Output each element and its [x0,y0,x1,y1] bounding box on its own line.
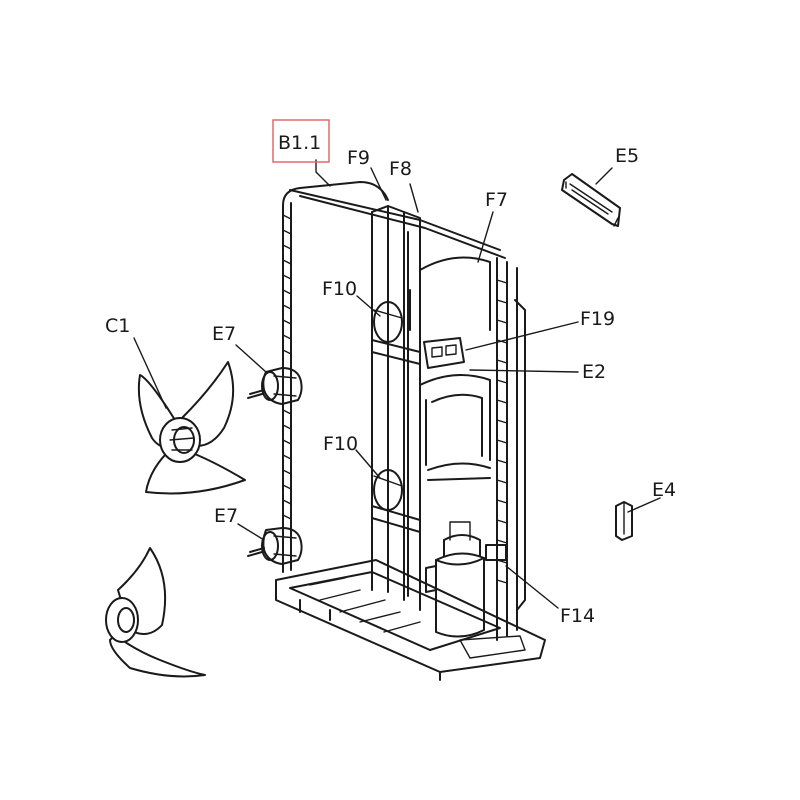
fan-blade-top [137,361,246,495]
label-e7-bottom: E7 [214,505,238,527]
fan-blade-bottom [105,547,206,678]
label-e5: E5 [615,145,639,167]
part-e5-bracket [561,173,621,227]
part-e4-clip [615,501,633,541]
label-e2: E2 [582,361,606,383]
label-f14: F14 [560,605,595,627]
label-f8: F8 [389,158,412,180]
unit-chassis [275,181,546,681]
fan-motor-bottom [247,527,303,565]
label-f10-bottom: F10 [323,433,358,455]
leader-lines [133,159,661,609]
electrical-box [423,337,465,369]
label-f9: F9 [347,147,370,169]
coil-fins-left [282,214,292,520]
b1-1-highlight-box [272,119,330,163]
coil-fins-right [496,279,508,584]
label-e7-top: E7 [212,323,236,345]
label-f19: F19 [580,308,615,330]
label-f7: F7 [485,189,508,211]
label-e4: E4 [652,479,676,501]
base-pan [275,559,546,681]
label-c1: C1 [105,315,130,337]
compressor [425,521,507,638]
label-b1-1: B1.1 [278,132,321,154]
label-f10-top: F10 [322,278,357,300]
fan-motor-top [247,367,303,405]
